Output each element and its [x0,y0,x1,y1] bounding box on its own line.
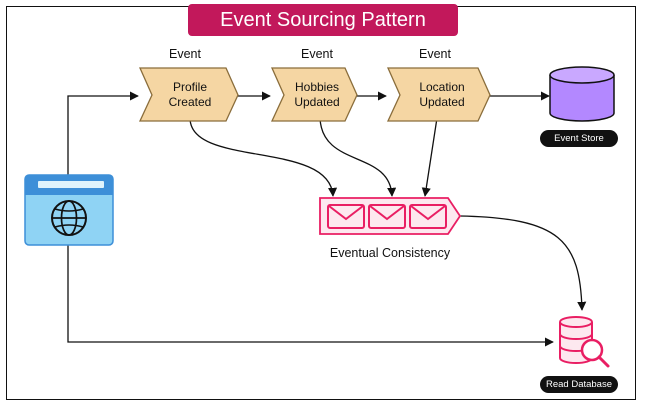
event-store-badge: Event Store [540,130,618,147]
event-label-line1: Location [419,80,465,94]
profile-to-queue-arrow [189,117,338,197]
event-label-location-updated: Location Updated [400,70,484,120]
browser-globe-icon [24,174,114,246]
event-label-line2: Updated [294,95,340,109]
envelopes-icon [319,197,462,235]
database-search-icon [559,316,610,368]
client-to-profile-arrow [67,91,139,180]
database-cylinder-icon [549,66,615,122]
event-tag-profile: Event [169,47,201,61]
event-tag-location: Event [419,47,451,61]
event-label-profile-created: Profile Created [150,70,230,120]
event-tag-hobbies: Event [301,47,333,61]
location-to-queue-arrow [421,117,438,197]
eventual-consistency-label: Eventual Consistency [329,246,451,260]
read-database-badge: Read Database [540,376,618,393]
event-label-line1: Profile [172,80,207,94]
event-label-hobbies-updated: Hobbies Updated [282,70,352,120]
hobbies-to-queue-arrow [319,117,397,197]
event-chevron-location-updated [386,67,491,122]
client-to-readdb-arrow [67,245,554,347]
queue-to-readdb-arrow [459,215,587,311]
event-label-line2: Updated [419,95,465,109]
event-chevron-hobbies-updated [270,67,358,122]
event-chevron-profile-created [138,67,239,122]
event-label-line2: Created [168,95,212,109]
event-label-line1: Hobbies [294,80,340,94]
diagram-title: Event Sourcing Pattern [188,4,458,36]
